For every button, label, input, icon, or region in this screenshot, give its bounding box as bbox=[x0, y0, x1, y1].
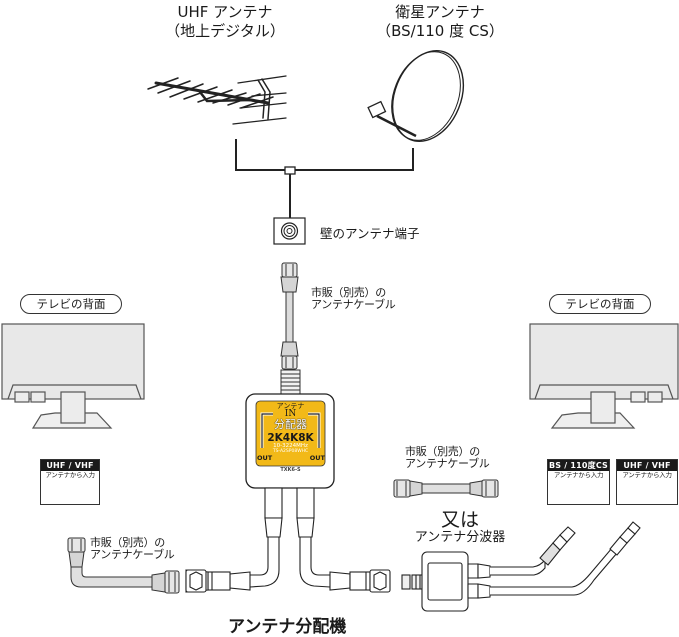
right-antenna-cable[interactable] bbox=[393, 479, 499, 498]
left-antenna-cable[interactable] bbox=[67, 537, 180, 594]
top-cable-label-line2: アンテナケーブル bbox=[311, 298, 396, 311]
right-tv-port-bs: BS / 110度CS アンテナから入力 bbox=[547, 459, 610, 505]
junction-icon bbox=[284, 166, 296, 175]
splitter-panel-in: IN bbox=[284, 409, 297, 419]
right-tv-icon bbox=[529, 323, 679, 429]
wall-outlet-label: 壁のアンテナ端子 bbox=[320, 226, 420, 241]
uhf-antenna-title: UHF アンテナ bbox=[177, 3, 273, 21]
port-sub: アンテナから入力 bbox=[622, 471, 672, 479]
satellite-antenna-subtitle: （BS/110 度 CS） bbox=[376, 22, 504, 40]
diplexer-device[interactable] bbox=[401, 521, 641, 612]
top-antenna-cable[interactable] bbox=[280, 262, 299, 370]
port-sub: アンテナから入力 bbox=[45, 471, 95, 479]
satellite-dish-icon bbox=[367, 50, 465, 142]
satellite-antenna-label: 衛星アンテナ （BS/110 度 CS） bbox=[365, 3, 515, 41]
splitter-panel-top: アンテナ bbox=[276, 402, 305, 410]
splitter-input-thread bbox=[280, 369, 301, 396]
splitter-panel-out-right: OUT bbox=[309, 454, 325, 462]
splitter-output-cables[interactable] bbox=[185, 487, 391, 593]
splitter-panel-out-left: OUT bbox=[257, 454, 273, 462]
splitter-body[interactable] bbox=[245, 393, 335, 489]
left-tv-icon bbox=[1, 323, 145, 429]
left-tv-label: テレビの背面 bbox=[20, 294, 122, 314]
wall-outlet-icon[interactable] bbox=[273, 217, 306, 245]
port-head: UHF / VHF bbox=[41, 460, 99, 471]
splitter-name-label: アンテナ分配機 bbox=[228, 617, 347, 637]
splitter-panel-type: 分配器 bbox=[274, 418, 307, 431]
right-cable-label-line2: アンテナケーブル bbox=[405, 457, 490, 470]
right-cable-label-line1: 市販（別売）の bbox=[405, 445, 480, 458]
left-cable-label-line2: アンテナケーブル bbox=[90, 548, 175, 561]
splitter-label-panel bbox=[255, 400, 326, 467]
port-head: UHF / VHF bbox=[617, 460, 677, 471]
uhf-antenna-icon bbox=[147, 75, 287, 125]
port-sub: アンテナから入力 bbox=[553, 471, 604, 479]
uhf-antenna-subtitle: （地上デジタル） bbox=[165, 22, 285, 40]
right-tv-label: テレビの背面 bbox=[549, 294, 651, 314]
splitter-panel-spec: 2K4K8K bbox=[267, 432, 314, 444]
right-tv-port-uhf: UHF / VHF アンテナから入力 bbox=[616, 459, 678, 505]
port-head: BS / 110度CS bbox=[548, 460, 609, 471]
right-cable-label: 市販（別売）の アンテナケーブル bbox=[405, 446, 490, 470]
splitter-model: TXK6-S bbox=[280, 467, 301, 473]
or-label: 又は bbox=[440, 509, 479, 531]
left-cable-label-line1: 市販（別売）の bbox=[90, 536, 165, 549]
top-cable-label-line1: 市販（別売）の bbox=[311, 286, 386, 299]
splitter-panel-cert: TS-A2SP08WHC bbox=[272, 449, 309, 454]
left-cable-label: 市販（別売）の アンテナケーブル bbox=[90, 537, 175, 561]
left-tv-port-uhf: UHF / VHF アンテナから入力 bbox=[40, 459, 100, 505]
top-cable-label: 市販（別売）の アンテナケーブル bbox=[311, 287, 396, 311]
satellite-antenna-title: 衛星アンテナ bbox=[395, 3, 485, 21]
splitter-panel-freq: 10-3224MHz bbox=[273, 443, 308, 449]
diplexer-label: アンテナ分波器 bbox=[414, 530, 506, 545]
antenna-wiring bbox=[235, 139, 414, 218]
uhf-antenna-label: UHF アンテナ （地上デジタル） bbox=[155, 3, 295, 41]
